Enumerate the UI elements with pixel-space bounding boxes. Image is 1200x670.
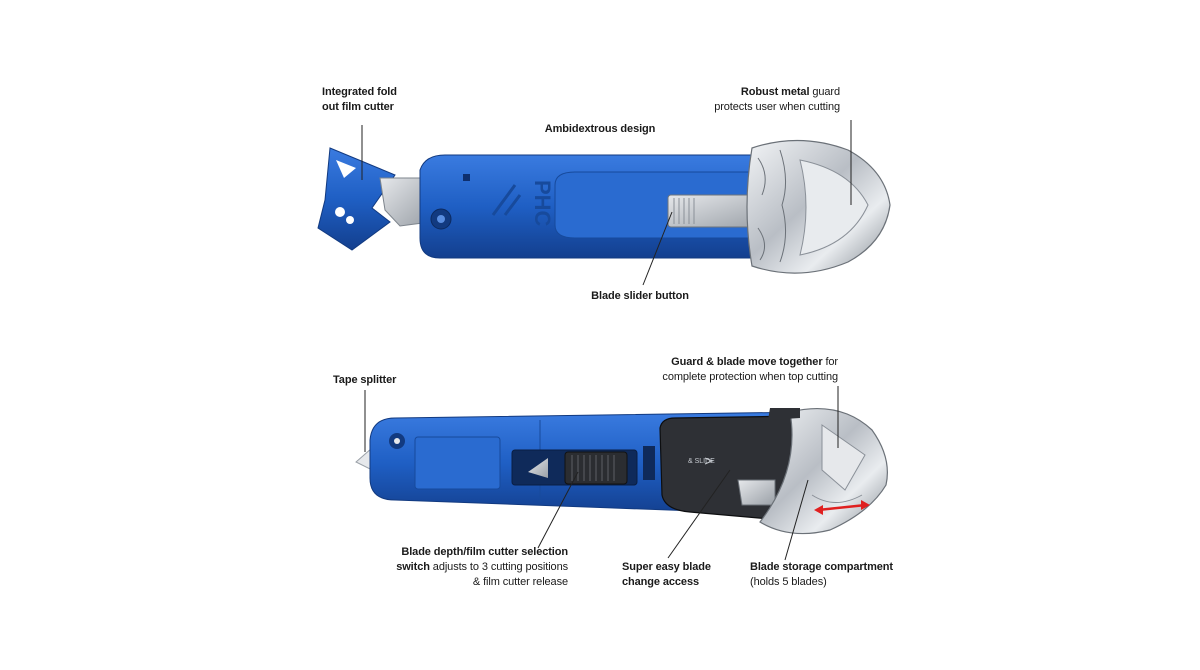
- guard-travel-arrow: [817, 503, 867, 512]
- label-blade-change-line2: change access: [622, 576, 699, 588]
- label-blade-change: Super easy blade change access: [622, 560, 711, 590]
- label-storage: Blade storage compartment (holds 5 blade…: [750, 560, 893, 590]
- label-depth-switch-line3: & film cutter release: [472, 576, 568, 588]
- label-blade-slider: Blade slider button: [560, 289, 720, 304]
- model-mark-top: PHC: [530, 180, 555, 227]
- label-metal-guard-bold: Robust metal: [740, 86, 810, 98]
- label-depth-switch: Blade depth/film cutter selection switch…: [368, 545, 568, 590]
- label-depth-switch-rest2: adjusts to 3 cutting positions: [429, 561, 568, 573]
- label-tape-splitter-text: Tape splitter: [333, 374, 397, 386]
- label-depth-switch-bold2: switch: [396, 561, 430, 573]
- label-blade-change-line1: Super easy blade: [622, 561, 711, 573]
- label-guard-blade: Guard & blade move together for complete…: [600, 355, 838, 385]
- bottom-cutter: & SLIDE: [355, 386, 888, 561]
- top-cutter: PHC: [317, 120, 891, 286]
- label-film-cutter: Integrated fold out film cutter: [322, 85, 397, 115]
- label-metal-guard: Robust metal guard protects user when cu…: [640, 85, 840, 115]
- label-ambidextrous-text: Ambidextrous design: [544, 123, 656, 135]
- label-ambidextrous: Ambidextrous design: [520, 122, 680, 137]
- label-film-cutter-line1: Integrated fold: [322, 86, 397, 98]
- label-storage-line2: (holds 5 blades): [750, 576, 827, 588]
- label-depth-switch-line1: Blade depth/film cutter selection: [401, 546, 568, 558]
- label-tape-splitter: Tape splitter: [333, 373, 396, 388]
- label-guard-blade-rest: for: [822, 356, 838, 368]
- label-blade-slider-text: Blade slider button: [591, 290, 689, 302]
- label-metal-guard-line2: protects user when cutting: [714, 101, 840, 113]
- label-film-cutter-line2: out film cutter: [322, 101, 394, 113]
- slide-label: & SLIDE: [688, 458, 715, 465]
- label-guard-blade-bold: Guard & blade move together: [671, 356, 823, 368]
- label-metal-guard-rest: guard: [809, 86, 840, 98]
- label-guard-blade-line2: complete protection when top cutting: [662, 371, 838, 383]
- label-storage-bold: Blade storage compartment: [750, 561, 893, 573]
